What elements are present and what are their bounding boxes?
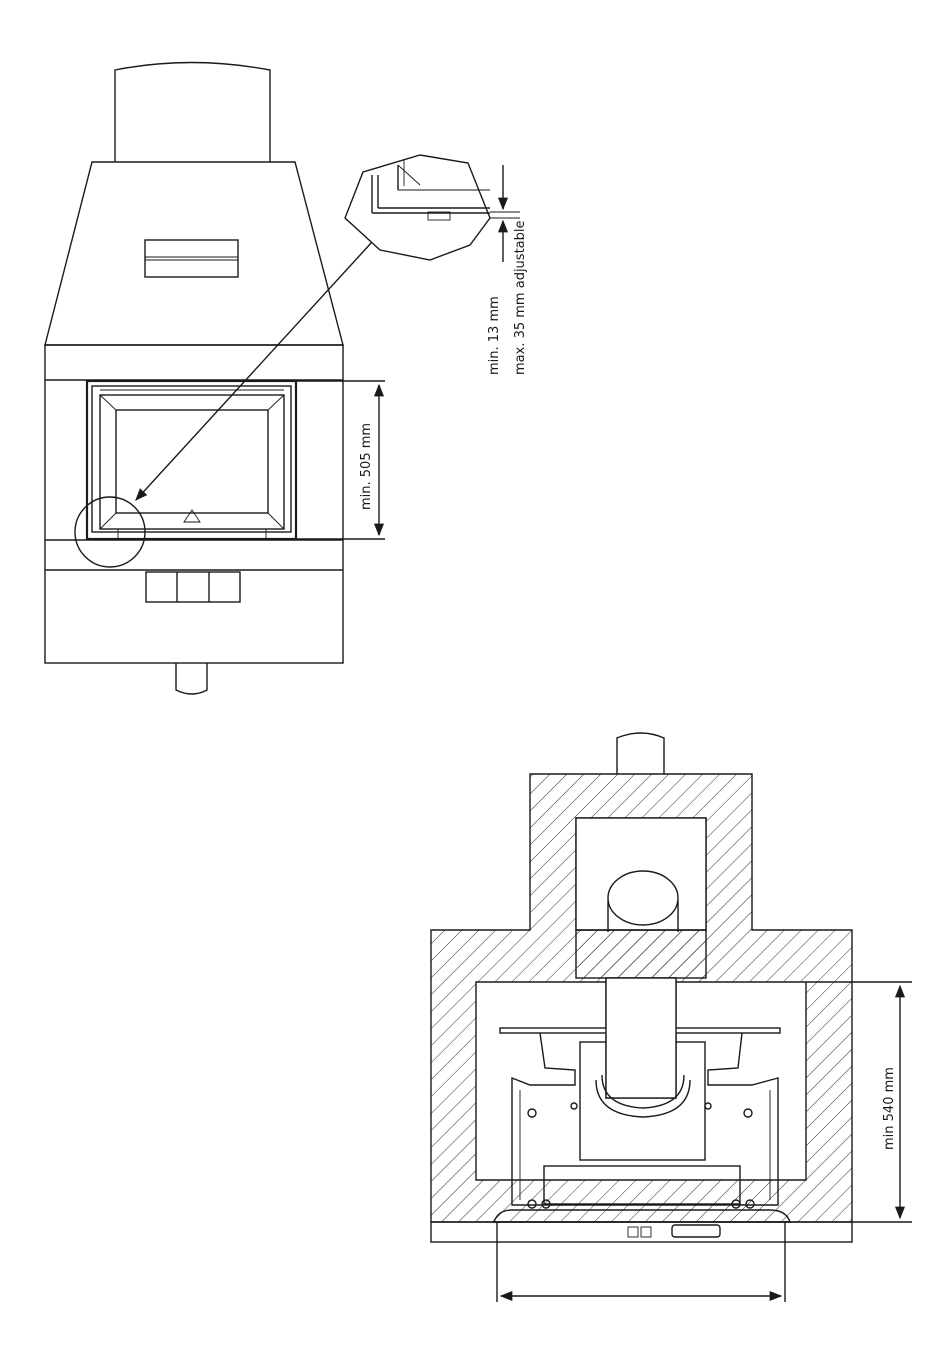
air-inlet-pipe xyxy=(176,663,207,694)
opening-height-label: min. 505 mm xyxy=(359,423,374,510)
gap-label-max: max. 35 mm adjustable xyxy=(513,221,528,376)
vent-grille xyxy=(145,240,238,277)
flue-pipe-top xyxy=(617,733,664,774)
detail-leader-arrow xyxy=(136,242,372,500)
brand-logo-icon xyxy=(184,510,200,522)
plan-view: min 540 mm xyxy=(431,733,912,1302)
gap-label-min: min. 13 mm xyxy=(487,296,502,375)
depth-label: min 540 mm xyxy=(882,1067,897,1150)
flue-pipe-opening xyxy=(608,871,678,925)
insert-frame xyxy=(87,381,296,539)
hood xyxy=(45,162,343,345)
ash-compartment xyxy=(146,572,240,602)
detail-view: min. 13 mm max. 35 mm adjustable xyxy=(345,155,528,375)
front-view: min. 505 mm xyxy=(45,63,385,695)
chimney-pipe xyxy=(115,63,270,163)
partition-slab xyxy=(576,930,706,978)
